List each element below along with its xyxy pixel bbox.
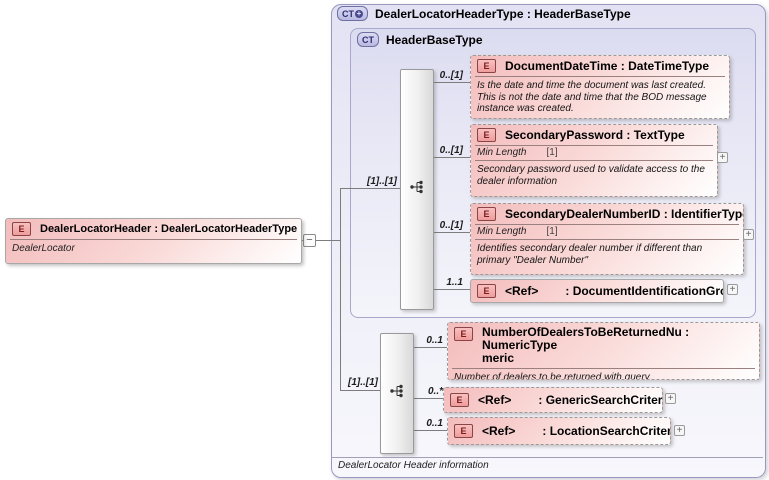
basetype-title: HeaderBaseType (386, 32, 483, 47)
facet-row-minlength: Min Length [1] (471, 226, 743, 237)
expand-button-genericsearchcriteria[interactable]: + (665, 393, 676, 404)
element-title: DocumentDateTime : DateTimeType (505, 58, 710, 73)
cardinality-label-documentidentificationgroup: 1..1 (446, 277, 463, 288)
divider (475, 224, 739, 225)
complextype-extension-icon: CT + (337, 6, 368, 21)
cardinality-label-genericsearchcriteria: 0..* (427, 386, 443, 397)
element-icon: E (12, 222, 31, 236)
element-box-documentidentificationgroup[interactable]: E <Ref> : DocumentIdentificationGroup (470, 279, 724, 303)
element-icon: E (454, 424, 473, 438)
connector-base-branch (340, 188, 400, 189)
element-title: SecondaryDealerNumberID : IdentifierType (505, 206, 744, 221)
element-description: Secondary password used to validate acce… (477, 164, 705, 187)
connector-numberofdealers (412, 347, 447, 348)
element-box-secondarydealernumberid[interactable]: E SecondaryDealerNumberID : IdentifierTy… (470, 203, 744, 275)
element-title-line1: NumberOfDealersToBeReturnedNu : NumericT… (482, 325, 690, 352)
element-description: Is the date and time the document was la… (477, 80, 707, 114)
expand-button-documentidentificationgroup[interactable]: + (727, 284, 738, 295)
element-title: DealerLocatorHeader : DealerLocatorHeade… (40, 222, 298, 235)
expand-button-locationsearchcriteria[interactable]: + (674, 425, 685, 436)
connector-documentidentificationgroup (432, 289, 470, 290)
complextype-header: CT + DealerLocatorHeaderType : HeaderBas… (337, 6, 631, 21)
facet-value: [1] (546, 226, 558, 237)
cardinality-label-documentdatetime: 0..[1] (439, 70, 463, 81)
facet-name: Min Length (477, 147, 527, 158)
element-icon: E (477, 207, 496, 221)
element-title-line2: meric (482, 351, 515, 365)
connector-locationsearchcriteria (412, 430, 447, 431)
ref-name: <Ref> (505, 283, 539, 298)
cardinality-label-base: [1]..[1] (367, 176, 397, 187)
expand-button-secondarydealernumberid[interactable]: + (743, 229, 754, 240)
connector-extension-branch (340, 390, 380, 391)
basetype-badge-label: CT (362, 34, 374, 45)
ref-name: <Ref> (482, 423, 516, 438)
ref-type: : LocationSearchCriteria (542, 423, 671, 438)
element-icon: E (477, 284, 496, 298)
element-description: Number of dealers to be returned with qu… (454, 372, 652, 380)
sequence-compositor-base[interactable] (400, 69, 434, 310)
facet-row-minlength: Min Length [1] (471, 147, 717, 158)
facet-name: Min Length (477, 226, 527, 237)
element-description: Identifies secondary dealer number if di… (477, 243, 703, 266)
connector-secondarypassword (432, 157, 470, 158)
element-box-secondarypassword[interactable]: E SecondaryPassword : TextType Min Lengt… (470, 124, 718, 197)
collapse-button[interactable]: − (303, 234, 316, 247)
complextype-title: DealerLocatorHeaderType : HeaderBaseType (375, 6, 631, 21)
ref-type: : DocumentIdentificationGroup (565, 283, 723, 298)
element-icon: E (477, 128, 496, 142)
element-icon: E (450, 393, 469, 407)
connector-root-line (300, 240, 340, 241)
element-box-locationsearchcriteria[interactable]: E <Ref> : LocationSearchCriteria (447, 417, 671, 445)
complextype-badge-label: CT (342, 8, 354, 19)
element-box-dealerlocatorheader[interactable]: E DealerLocatorHeader : DealerLocatorHea… (5, 218, 302, 264)
element-box-genericsearchcriteria[interactable]: E <Ref> : GenericSearchCriteria (443, 387, 663, 413)
connector-genericsearchcriteria (412, 398, 443, 399)
basetype-header: CT HeaderBaseType (357, 32, 483, 47)
ref-type: : GenericSearchCriteria (538, 392, 663, 407)
cardinality-label-secondarypassword: 0..[1] (439, 145, 463, 156)
element-annotation: DealerLocator (12, 243, 75, 254)
sequence-icon (389, 383, 405, 404)
connector-documentdatetime (432, 82, 470, 83)
annotation-text: DealerLocator Header information (338, 460, 489, 471)
divider (475, 145, 713, 146)
facet-value: [1] (546, 147, 558, 158)
cardinality-label-extension: [1]..[1] (348, 377, 378, 388)
element-icon: E (477, 59, 496, 73)
ref-name: <Ref> (478, 392, 512, 407)
divider (475, 160, 713, 161)
divider (452, 368, 755, 369)
connector-trunk-line (340, 188, 341, 391)
divider (332, 457, 763, 458)
cardinality-label-locationsearchcriteria: 0..1 (426, 418, 443, 429)
complextype-icon: CT (357, 32, 379, 47)
sequence-compositor-extension[interactable] (380, 333, 414, 454)
element-box-documentdatetime[interactable]: E DocumentDateTime : DateTimeType Is the… (470, 55, 730, 119)
cardinality-label-secondarydealernumberid: 0..[1] (439, 220, 463, 231)
element-icon: E (454, 327, 473, 341)
expand-button-secondarypassword[interactable]: + (717, 152, 728, 163)
element-box-numberofdealerstobereturned[interactable]: E NumberOfDealersToBeReturnedNu : Numeri… (447, 322, 760, 380)
sequence-icon (409, 179, 425, 200)
element-title: SecondaryPassword : TextType (505, 127, 685, 142)
divider (475, 76, 725, 77)
divider (10, 239, 297, 240)
divider (475, 239, 739, 240)
connector-secondarydealernumberid (432, 232, 470, 233)
cardinality-label-numberofdealers: 0..1 (426, 335, 443, 346)
extension-plus-icon: + (355, 8, 363, 18)
